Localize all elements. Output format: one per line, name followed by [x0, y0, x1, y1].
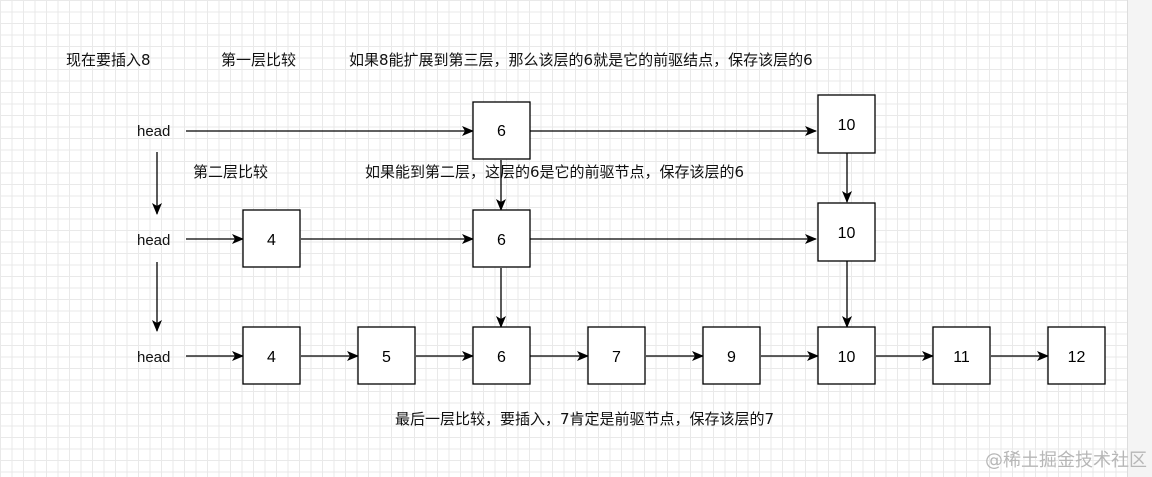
node-l3-9: 9	[702, 326, 761, 385]
watermark-text: @稀土掘金技术社区	[985, 450, 1147, 471]
head-label-level2: head	[137, 232, 170, 249]
node-l3-4-value: 4	[267, 349, 276, 366]
node-l3-11-value: 11	[953, 349, 970, 366]
node-l3-6: 6	[472, 326, 531, 385]
node-l1-6: 6	[472, 101, 531, 160]
node-l2-10: 10	[817, 202, 876, 262]
level1-note: 如果8能扩展到第三层，那么该层的6就是它的前驱结点，保存该层的6	[349, 51, 813, 69]
node-l3-7: 7	[587, 326, 646, 385]
node-l3-5-value: 5	[382, 349, 391, 366]
node-l3-10-value: 10	[838, 349, 856, 366]
node-l3-12: 12	[1047, 326, 1106, 385]
head-label-level3: head	[137, 349, 170, 366]
node-l2-4: 4	[242, 209, 301, 268]
node-l3-12-value: 12	[1068, 349, 1086, 366]
level1-compare-label: 第一层比较	[221, 51, 296, 69]
level3-note: 最后一层比较，要插入，7肯定是前驱节点，保存该层的7	[395, 410, 774, 428]
scrollbar-strip	[1127, 0, 1152, 477]
inserting-label: 现在要插入8	[66, 51, 151, 69]
node-l3-9-value: 9	[727, 349, 736, 366]
node-l3-10: 10	[817, 326, 876, 385]
level2-note: 如果能到第二层，这层的6是它的前驱节点，保存该层的6	[365, 163, 744, 181]
node-l3-7-value: 7	[612, 349, 621, 366]
node-l3-4: 4	[242, 326, 301, 385]
level2-compare-label: 第二层比较	[193, 163, 268, 181]
node-l2-4-value: 4	[267, 232, 276, 249]
node-l1-10-value: 10	[838, 117, 856, 134]
head-label-level1: head	[137, 123, 170, 140]
node-l3-6-value: 6	[497, 349, 506, 366]
node-l1-10: 10	[817, 94, 876, 154]
node-l2-6: 6	[472, 209, 531, 268]
node-l1-6-value: 6	[497, 123, 506, 140]
node-l3-11: 11	[932, 326, 991, 385]
node-l3-5: 5	[357, 326, 416, 385]
node-l2-10-value: 10	[838, 225, 856, 242]
node-l2-6-value: 6	[497, 232, 506, 249]
